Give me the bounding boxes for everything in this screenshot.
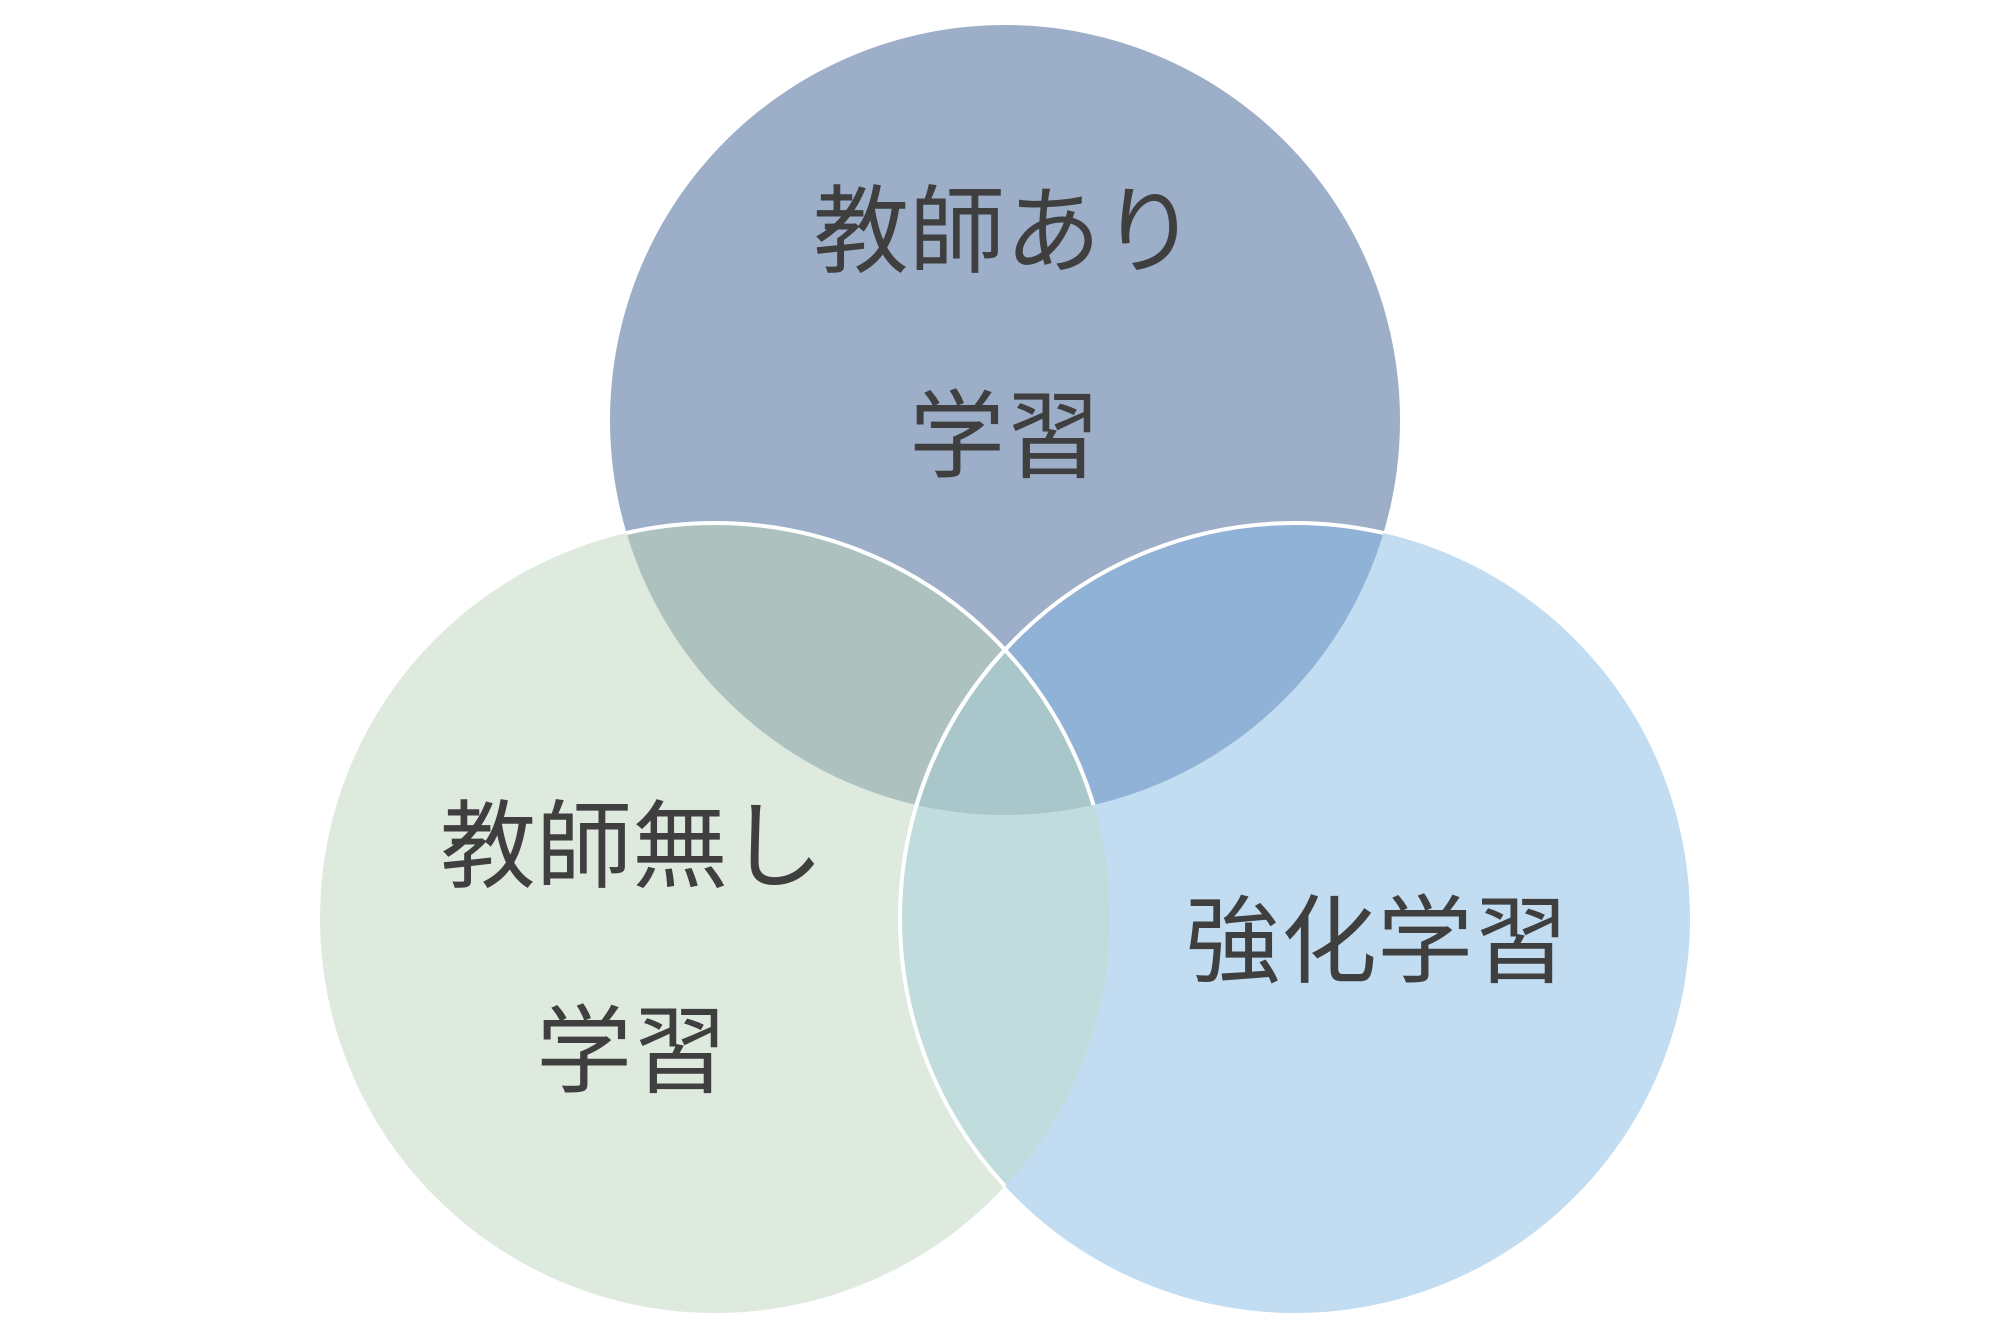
boundary-left-in-top — [610, 521, 1112, 815]
label-supervised-line2: 学習 — [909, 381, 1101, 493]
boundary-right-in-top — [898, 521, 1400, 815]
boundary-right-in-left — [898, 523, 1110, 1313]
label-supervised-line1: 教師あり — [813, 176, 1197, 288]
overlap-supervised-reinforcement — [900, 523, 1400, 815]
label-reinforcement: 強化学習 — [1185, 886, 1569, 998]
overlap-supervised-unsupervised — [610, 523, 1110, 815]
label-unsupervised-line1: 教師無し — [440, 791, 824, 903]
label-unsupervised-line2: 学習 — [536, 996, 728, 1108]
